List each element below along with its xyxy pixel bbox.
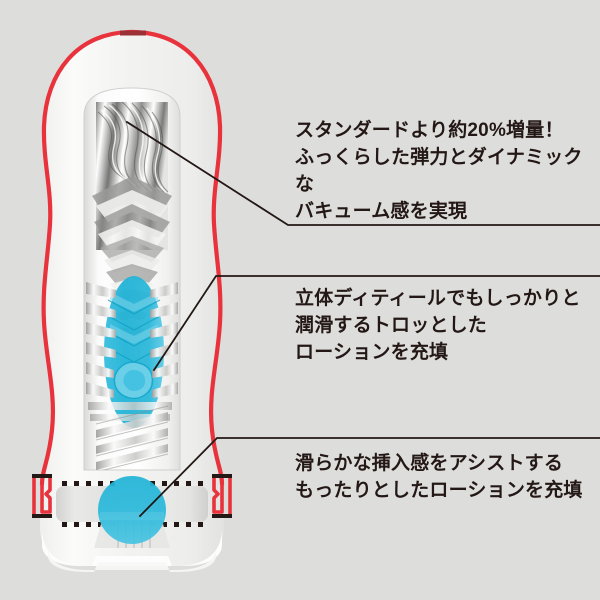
red-cutaway-outline <box>39 29 225 487</box>
callout-text-insertion-lotion: 滑らかな挿入感をアシストする もったりとしたローションを充填 <box>295 453 583 501</box>
cup-base-assembly <box>42 476 222 572</box>
leader-line-1 <box>125 120 600 226</box>
cup-top-rim-notch <box>120 30 146 36</box>
callout-text-volume: スタンダードより約20%増量！ ふっくらした弾力とダイナミックな バキューム感を… <box>295 120 583 222</box>
middle-lotion-pocket <box>104 276 164 428</box>
callout-text-detail-lotion: 立体ディティールでもしっかりと 潤滑するトロッとした ローションを充填 <box>295 288 581 363</box>
fin-ribs <box>86 282 178 421</box>
spiral-ribs <box>95 405 169 470</box>
base-bottom-shell <box>42 528 222 566</box>
base-lotion-pocket <box>98 476 166 544</box>
leader-line-3 <box>138 437 600 518</box>
cap-clip-right-dark <box>212 474 232 518</box>
cap-clip-left-dark <box>32 474 52 518</box>
inner-texture-group <box>86 101 178 470</box>
base-dotted-border <box>62 481 203 527</box>
leader-line-2 <box>152 275 600 372</box>
